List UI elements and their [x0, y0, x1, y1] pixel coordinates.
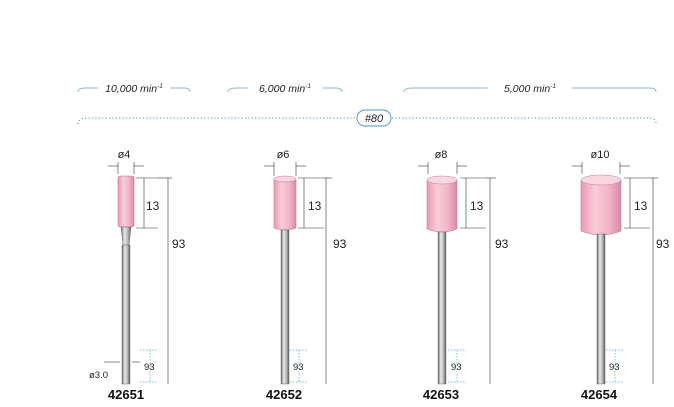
tool-42652: ø6 13 93 93 42652 [264, 149, 347, 402]
head-length-label: 13 [308, 199, 322, 213]
grit-badge [356, 109, 392, 127]
shank-label: 93 [144, 362, 155, 373]
mounted-stone [117, 175, 135, 228]
overall-length-label: 93 [656, 237, 670, 251]
speed-label-42653-42654: 5,000 min-1 [504, 83, 556, 95]
diameter-label: ø8 [435, 149, 448, 161]
shank-label: 93 [609, 362, 620, 373]
shank [280, 229, 290, 385]
speed-label-42651: 10,000 min-1 [105, 83, 163, 95]
grit-row: #80 [77, 109, 657, 127]
tool-42651: ø4 13 93 93 ø3.0 42651 [89, 149, 186, 402]
product-code: 42654 [581, 387, 618, 402]
shank-diameter-label: ø3.0 [89, 370, 108, 381]
product-code: 42651 [108, 387, 144, 402]
overall-length-label: 93 [495, 237, 509, 251]
overall-length-label: 93 [172, 237, 186, 251]
product-code: 42653 [423, 387, 459, 402]
speed-row: 10,000 min-1 6,000 min-1 5,000 min-1 [77, 83, 657, 95]
tool-42653: ø8 13 93 93 42653 [418, 149, 509, 402]
diameter-label: ø10 [591, 149, 610, 161]
diameter-label: ø6 [277, 149, 290, 161]
diameter-label: ø4 [118, 149, 131, 161]
shaft-neck [120, 226, 132, 246]
shank [437, 231, 447, 385]
shank-label: 93 [451, 362, 462, 373]
mounted-stone [273, 176, 297, 231]
tool-42654: ø10 13 93 93 42654 [572, 149, 670, 402]
overall-length-label: 93 [333, 237, 347, 251]
head-length-label: 13 [146, 199, 160, 213]
shank-label: 93 [293, 362, 304, 373]
shank [596, 233, 606, 385]
head-length-label: 13 [470, 199, 484, 213]
shank [121, 244, 131, 385]
head-length-label: 13 [634, 199, 648, 213]
speed-label-42652: 6,000 min-1 [259, 83, 311, 95]
grit-label: #80 [365, 113, 384, 125]
mounted-stone [426, 176, 458, 233]
product-code: 42652 [266, 387, 302, 402]
